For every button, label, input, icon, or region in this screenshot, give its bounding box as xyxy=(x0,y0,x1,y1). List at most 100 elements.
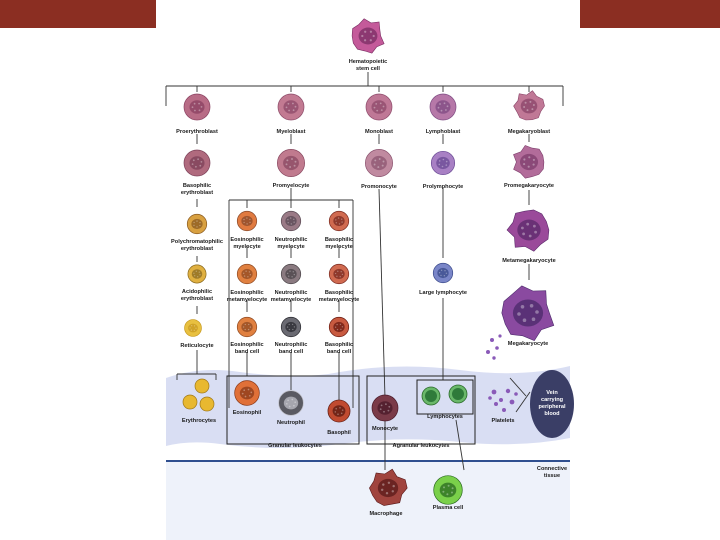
megakaryoblast-granule xyxy=(529,101,531,103)
basophilic-metamyelocyte-granule xyxy=(341,271,342,272)
basophilic-myelocyte-nucleus xyxy=(333,216,344,226)
metamegakaryocyte xyxy=(507,210,549,251)
vein-label-2: carrying xyxy=(541,397,564,403)
label-bas-meta-2: metamyelocyte xyxy=(319,297,359,303)
metamegakaryocyte-nucleus xyxy=(517,220,540,241)
neutrophilic-myelocyte-nucleus xyxy=(285,216,296,226)
plasma-cell-granule xyxy=(446,493,448,495)
reticulocyte-granule xyxy=(191,330,192,331)
macrophage-granule xyxy=(388,482,390,484)
eosinophilic-metamyelocyte-granule xyxy=(249,271,250,272)
promegakaryocyte-granule xyxy=(533,159,535,161)
connective-tissue-area xyxy=(166,461,570,540)
myeloblast-granule xyxy=(288,110,290,112)
proerythroblast xyxy=(184,94,210,120)
label-lymphoblast: Lymphoblast xyxy=(426,129,461,135)
neutrophil-granule xyxy=(294,401,296,403)
reticulocyte-granule xyxy=(195,328,196,329)
promonocyte-granule xyxy=(374,164,376,166)
neutrophilic-metamyelocyte-nucleus xyxy=(285,269,296,279)
monocyte-granule xyxy=(381,405,383,407)
monoblast-granule xyxy=(376,110,378,112)
hematopoietic-stem-cell-granule xyxy=(370,39,372,41)
polychromatophilic-erythroblast-granule xyxy=(199,222,200,223)
basophilic-erythroblast-granule xyxy=(195,166,197,168)
basophilic-metamyelocyte-granule xyxy=(335,273,336,274)
eosinophil-nucleus xyxy=(240,387,254,400)
basophilic-myelocyte-granule xyxy=(335,219,336,220)
megakaryocyte xyxy=(502,286,554,341)
promegakaryocyte-granule xyxy=(528,156,530,158)
eosinophilic-myelocyte-granule xyxy=(243,219,244,220)
acidophilic-erythroblast-nucleus xyxy=(192,269,203,278)
polychromatophilic-erythroblast-granule xyxy=(199,225,200,226)
basophil xyxy=(328,400,350,422)
prolymphocyte-granule xyxy=(442,166,444,168)
megakaryoblast-granule xyxy=(525,102,527,104)
myeloblast-granule xyxy=(295,106,297,108)
large-lymphocyte-granule xyxy=(440,275,441,276)
eosinophilic-metamyelocyte-granule xyxy=(243,273,244,274)
promegakaryocyte xyxy=(514,146,544,179)
basophilic-erythroblast-granule xyxy=(199,165,201,167)
promonocyte-nucleus xyxy=(371,156,387,170)
eosinophilic-metamyelocyte-granule xyxy=(247,276,248,277)
basophil-granule xyxy=(341,413,343,415)
basophilic-metamyelocyte-granule xyxy=(337,271,338,272)
basophilic-erythroblast xyxy=(184,150,210,176)
macrophage-granule xyxy=(382,483,384,485)
polychromatophilic-erythroblast xyxy=(187,214,207,234)
basophilic-erythroblast-granule xyxy=(193,159,195,161)
neutrophil-nucleus xyxy=(284,397,298,410)
eosinophilic-band-cell xyxy=(237,317,257,337)
reticulocyte-granule xyxy=(194,325,195,326)
label-megakaryoblast: Megakaryoblast xyxy=(508,129,550,135)
megakaryoblast-granule xyxy=(533,104,535,106)
label-eosinophil: Eosinophil xyxy=(233,410,262,416)
neutrophilic-band-cell-granule xyxy=(294,326,295,327)
promonocyte-granule xyxy=(383,161,385,163)
basophilic-band-cell-granule xyxy=(335,327,336,328)
prolymphocyte-granule xyxy=(446,161,448,163)
polychromatophilic-erythroblast-granule xyxy=(196,226,197,227)
basophil-granule xyxy=(339,407,341,409)
eosinophilic-myelocyte-granule xyxy=(246,217,247,218)
eosinophilic-myelocyte xyxy=(237,211,257,231)
large-lymphocyte-granule xyxy=(439,272,440,273)
basophilic-erythroblast-granule xyxy=(197,158,199,160)
monocyte xyxy=(372,395,398,421)
promegakaryocyte-granule xyxy=(523,163,525,165)
proerythroblast-granule xyxy=(198,103,200,105)
promonocyte-granule xyxy=(377,166,379,168)
acidophilic-erythroblast-granule xyxy=(194,275,195,276)
basophilic-myelocyte-granule xyxy=(341,221,342,222)
basophilic-myelocyte-granule xyxy=(339,223,340,224)
neutrophilic-band-cell-granule xyxy=(292,329,293,330)
eosinophilic-band-cell-granule xyxy=(248,329,249,330)
lymphoblast-granule xyxy=(441,110,443,112)
reticulocyte xyxy=(185,320,202,337)
large-lymphocyte-granule xyxy=(444,275,445,276)
basophilic-band-cell-granule xyxy=(337,329,338,330)
label-eos-meta-2: metamyelocyte xyxy=(227,297,267,303)
basophil-granule xyxy=(337,413,339,415)
label-neu-myelocyte-2: myelocyte xyxy=(277,244,304,250)
lymphoblast-granule xyxy=(444,102,446,104)
label-basophil: Basophil xyxy=(327,430,351,436)
label-erythrocytes: Erythrocytes xyxy=(182,418,216,424)
hematopoietic-stem-cell xyxy=(352,19,384,53)
lymphoblast-granule xyxy=(445,109,447,111)
megakaryocyte-granule xyxy=(532,317,536,321)
erythrocyte xyxy=(195,379,209,393)
label-bas-meta-1: Basophilic xyxy=(325,290,353,296)
label-bas-band-1: Basophilic xyxy=(325,342,353,348)
basophilic-metamyelocyte-granule xyxy=(340,276,341,277)
promyelocyte-granule xyxy=(286,159,288,161)
megakaryocyte-granule xyxy=(523,318,527,322)
label-myeloblast: Myeloblast xyxy=(277,129,306,135)
basophilic-myelocyte-granule xyxy=(338,217,339,218)
prolymphocyte-granule xyxy=(445,164,447,166)
eosinophil-granule xyxy=(243,389,245,391)
megakaryoblast xyxy=(514,91,545,120)
